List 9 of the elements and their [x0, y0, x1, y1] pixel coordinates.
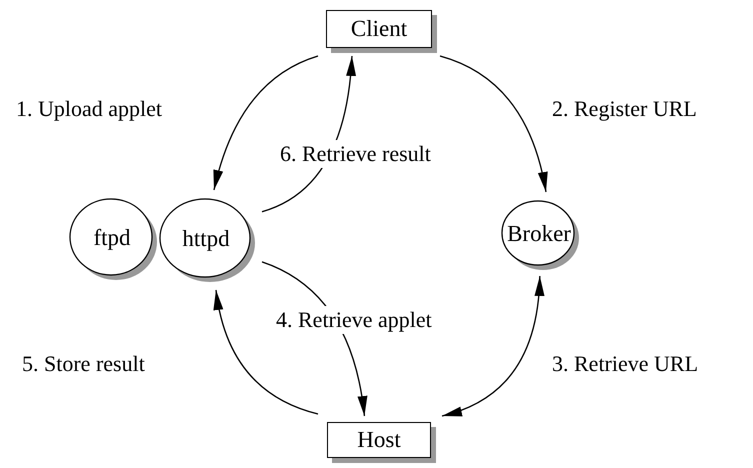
- node-label: Host: [357, 426, 401, 454]
- node-label: ftpd: [93, 224, 131, 252]
- arrow: [214, 290, 318, 415]
- arrow: [442, 276, 544, 417]
- node-label: httpd: [182, 225, 230, 253]
- node-label: Broker: [507, 220, 571, 248]
- arrow: [213, 55, 318, 190]
- arrow: [440, 55, 548, 192]
- node-label: Client: [350, 15, 408, 43]
